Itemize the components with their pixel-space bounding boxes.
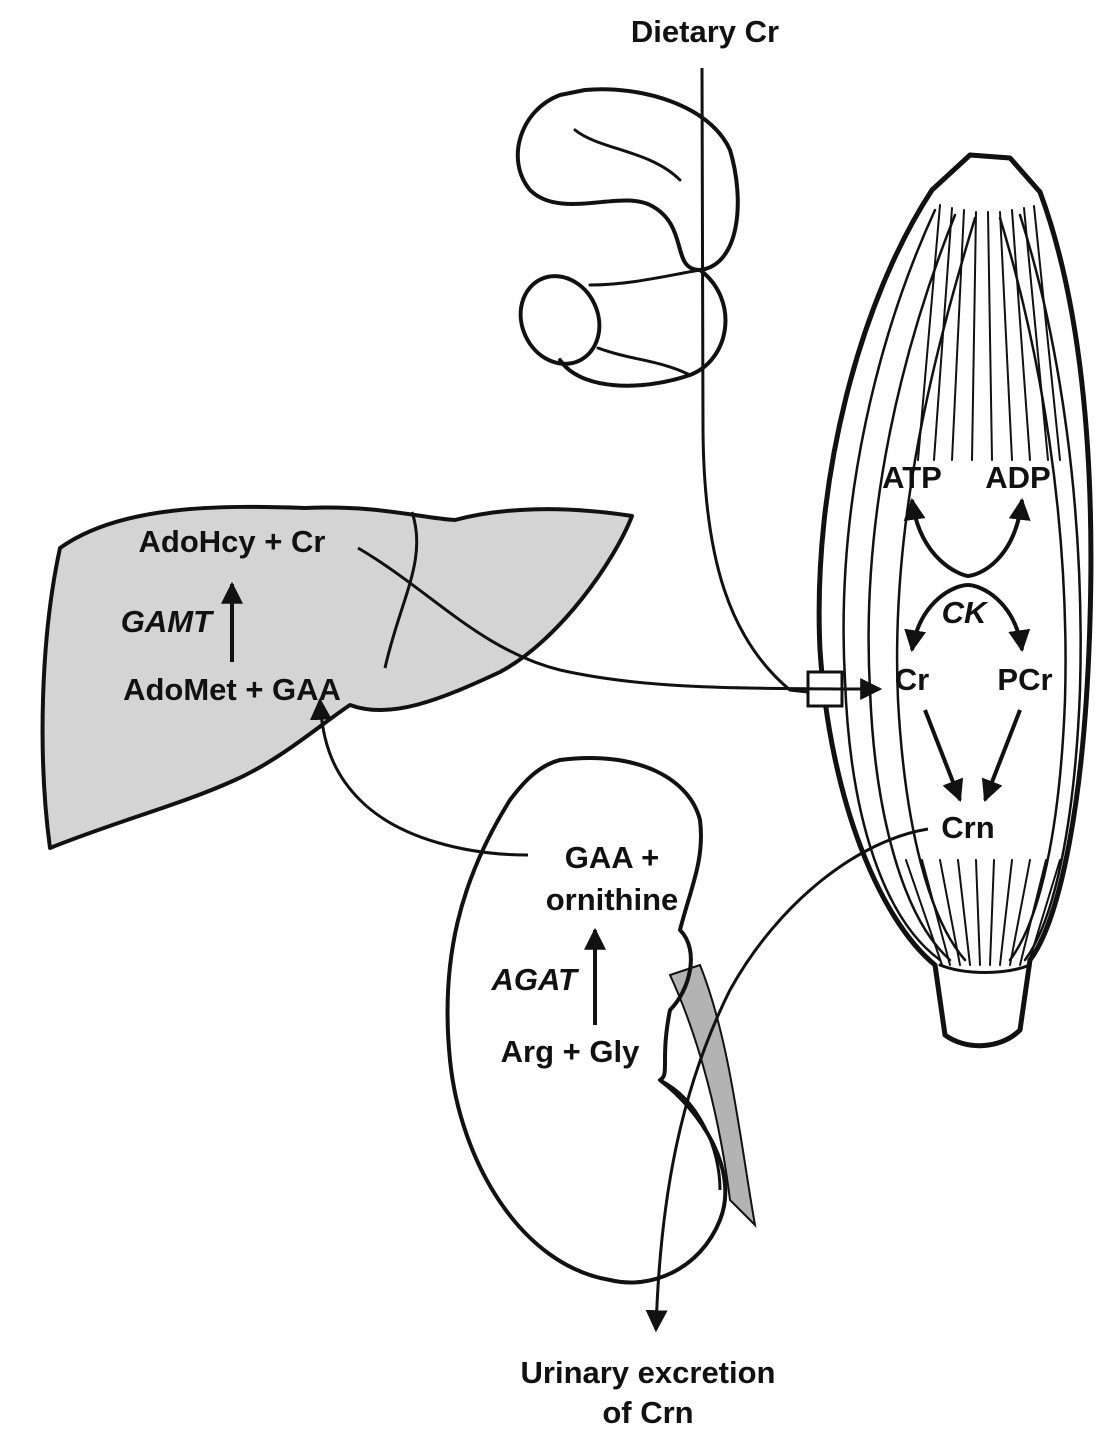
cr-label: Cr [895,662,929,697]
liver-substrate-label: AdoMet + GAA [123,672,341,707]
gamt-enzyme-label: GAMT [121,604,215,639]
crn-label: Crn [941,810,994,845]
dietary-cr-path [702,68,808,692]
ck-enzyme-label: CK [942,595,989,630]
kidney-product-label-2: ornithine [546,882,679,917]
kidney-illustration [448,758,756,1282]
pcr-label: PCr [997,662,1052,697]
ck-upper-arc [912,500,1022,576]
atp-label: ATP [882,460,942,495]
pcr-to-crn-arrow [985,710,1020,800]
agat-enzyme-label: AGAT [490,962,580,997]
kidney-product-label-1: GAA + [565,840,659,875]
dietary-cr-label: Dietary Cr [631,14,779,49]
kidney-to-liver-arrow [320,700,528,855]
cr-to-crn-arrow [925,710,960,800]
adp-label: ADP [985,460,1050,495]
kidney-substrate-label: Arg + Gly [501,1034,640,1069]
urinary-label-1: Urinary excretion [521,1355,776,1390]
liver-product-label: AdoHcy + Cr [139,524,326,559]
urinary-label-2: of Crn [602,1395,693,1430]
